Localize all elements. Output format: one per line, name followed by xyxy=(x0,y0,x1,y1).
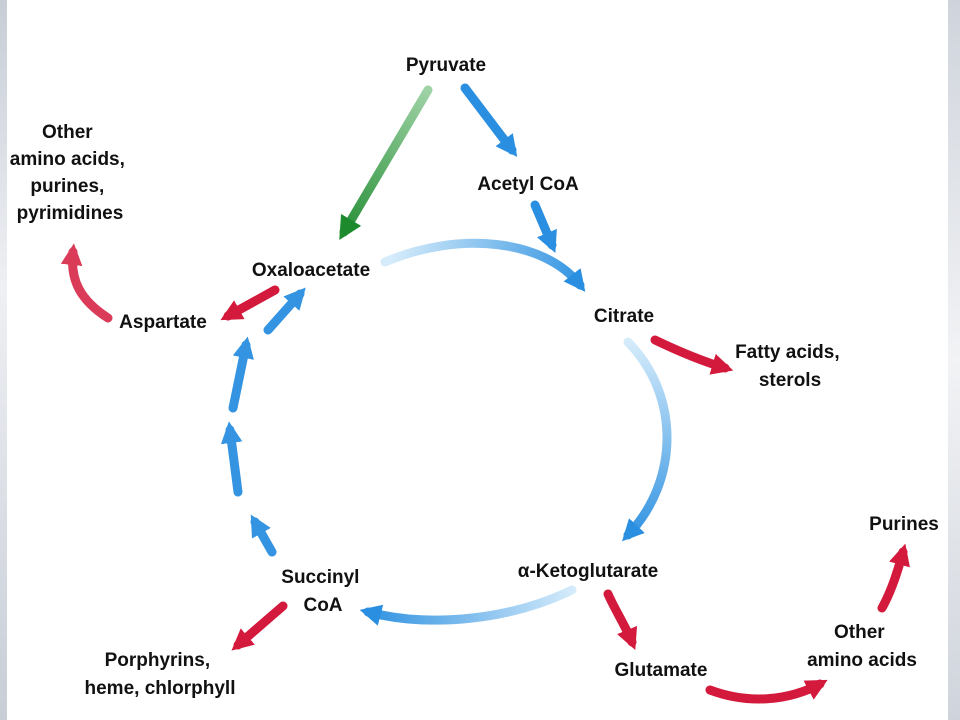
product-fatty-line-1: Fatty acids, xyxy=(735,342,840,363)
product-purines: Purines xyxy=(869,514,939,535)
product-porphyrins-heme-chlorphyll: Porphyrins, heme, chlorphyll xyxy=(85,650,236,699)
arrow-glutamate-to-other-amino-acids xyxy=(705,679,828,704)
arrow-oxaloacetate-to-citrate xyxy=(380,238,586,292)
left-frame xyxy=(0,0,7,720)
node-succinyl-coa: Succinyl CoA xyxy=(281,567,364,616)
arrow-segment-2 xyxy=(220,421,243,497)
product-other-amino-acids-purines-pyrimidines: Other amino acids, purines, pyrimidines xyxy=(10,122,130,224)
product-line-3: purines, xyxy=(30,176,104,197)
product-other-amino-acids: Other amino acids xyxy=(807,622,917,671)
arrow-acetyl-coa-to-citrate xyxy=(530,200,557,253)
arrow-citrate-to-fatty-acids xyxy=(650,335,734,375)
node-alpha-ketoglutarate: α-Ketoglutarate xyxy=(518,561,658,582)
product-porphyrins-line-2: heme, chlorphyll xyxy=(85,678,236,699)
node-oxaloacetate: Oxaloacetate xyxy=(252,260,370,281)
product-other-amino-line-1: Other xyxy=(834,622,885,643)
arrow-pyruvate-to-acetyl-coa xyxy=(460,83,518,157)
product-porphyrins-line-1: Porphyrins, xyxy=(105,650,211,671)
arrow-succinyl-to-porphyrins xyxy=(231,601,288,651)
arrow-other-amino-acids-to-purines xyxy=(877,543,910,613)
arrow-segment-4 xyxy=(263,287,306,335)
node-citrate: Citrate xyxy=(594,306,654,327)
right-frame xyxy=(948,0,960,720)
node-glutamate: Glutamate xyxy=(615,660,708,681)
arrow-pyruvate-to-oxaloacetate xyxy=(339,85,433,241)
node-acetyl-coa: Acetyl CoA xyxy=(477,174,579,195)
arrow-aspartate-to-other-amino-acids xyxy=(60,243,113,323)
arrows-succinyl-to-oxaloacetate xyxy=(220,287,306,557)
node-pyruvate: Pyruvate xyxy=(406,55,486,76)
arrow-ketoglutarate-to-glutamate xyxy=(603,589,638,650)
product-line-1: Other xyxy=(42,122,93,143)
arrow-ketoglutarate-to-succinyl-coa xyxy=(359,585,577,626)
product-line-2: amino acids, xyxy=(10,149,125,170)
product-fatty-acids-sterols: Fatty acids, sterols xyxy=(735,342,845,391)
node-aspartate: Aspartate xyxy=(119,312,207,333)
product-line-4: pyrimidines xyxy=(17,203,124,224)
node-succinyl-coa-line-1: Succinyl xyxy=(281,567,359,588)
node-succinyl-coa-line-2: CoA xyxy=(303,595,342,616)
arrow-oxaloacetate-to-aspartate xyxy=(220,285,280,321)
arrow-segment-3 xyxy=(228,336,254,413)
arrow-citrate-to-ketoglutarate xyxy=(622,337,672,542)
product-fatty-line-2: sterols xyxy=(759,370,821,391)
arrow-segment-1 xyxy=(250,514,277,557)
product-other-amino-line-2: amino acids xyxy=(807,650,917,671)
